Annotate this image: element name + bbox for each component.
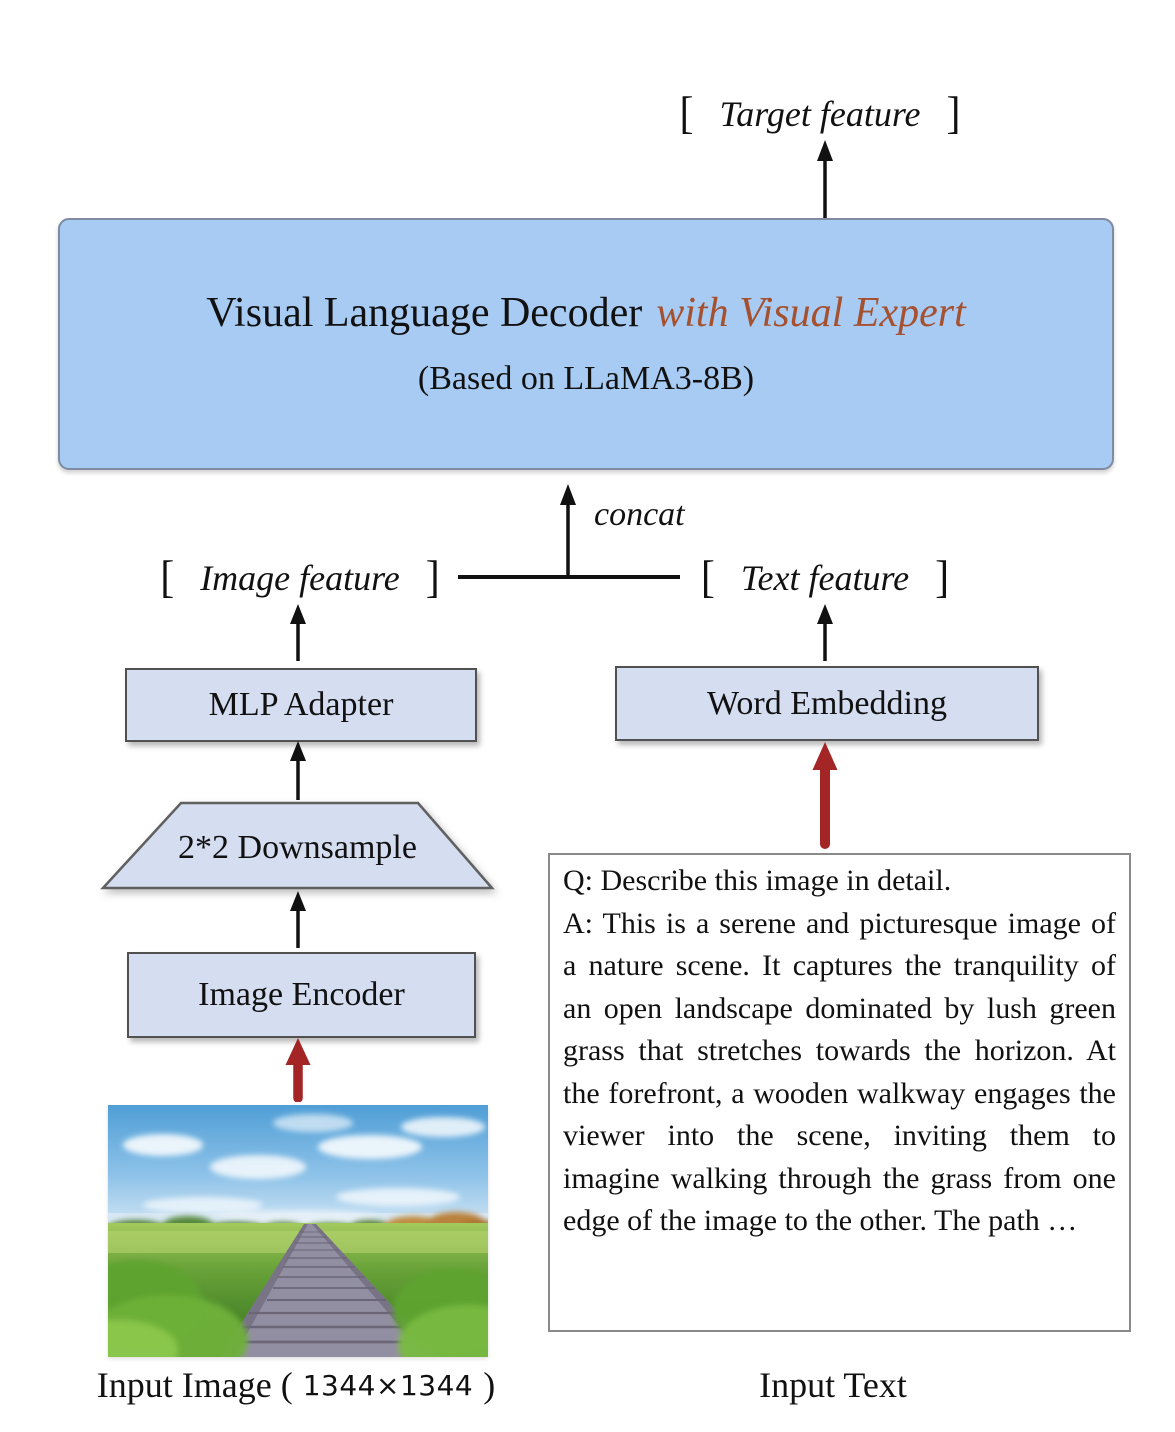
arrow-downsample-to-mlp-icon [290,741,306,800]
decoder-title: Visual Language Decoder with Visual Exper… [206,292,966,334]
answer-paragraph: A: This is a serene and picturesque imag… [563,906,1116,1238]
downsample-label: 2*2 Downsample [178,829,417,866]
feature-connector-line [458,575,680,579]
mlp-adapter-box: MLP Adapter [125,668,477,742]
decoder-title-accent: with Visual Expert [656,290,966,336]
target-feature-text: Target feature [719,94,921,134]
input-image-caption-prefix: Input Image ( [96,1365,293,1405]
image-encoder-box: Image Encoder [127,952,476,1038]
arrow-encoder-to-downsample-icon [290,891,306,948]
input-image-caption-suffix: ) [483,1365,496,1405]
image-feature-label: [ Image feature ] [130,554,470,602]
downsample-trapezoid: 2*2 Downsample [100,801,495,891]
decoder-title-main: Visual Language Decoder [206,290,643,336]
close-bracket: ] [946,89,961,139]
close-bracket: ] [935,553,950,603]
trapezoid-shape-icon [100,801,495,890]
open-bracket: [ [700,553,715,603]
question-line: Q: Describe this image in detail. [563,864,952,897]
decoder-subtitle: (Based on LLaMA3-8B) [417,360,755,397]
open-bracket: [ [679,89,694,139]
concat-label: concat [594,496,685,533]
close-bracket: ] [425,553,440,603]
input-text-box: Q: Describe this image in detail. A: Thi… [548,853,1131,1332]
input-image-photo [108,1105,488,1357]
input-image-caption: Input Image ( 1344×1344) [76,1364,516,1406]
arrow-decoder-to-target-icon [817,140,833,218]
red-arrow-text-to-embedding-icon [812,742,838,849]
open-bracket: [ [160,553,175,603]
input-image-size: 1344×1344 [302,1369,474,1402]
text-feature-text: Text feature [740,558,910,598]
image-feature-text: Image feature [200,558,400,598]
visual-language-decoder-box: Visual Language Decoder with Visual Exper… [58,218,1114,470]
text-feature-label: [ Text feature ] [660,554,990,602]
arrow-concat-icon [560,484,576,578]
target-feature-label: [ Target feature ] [600,88,1040,140]
word-embedding-box: Word Embedding [615,666,1039,741]
arrow-mlp-to-image-feature-icon [290,604,306,661]
arrow-embedding-to-text-feature-icon [817,604,833,661]
red-arrow-image-to-encoder-icon [285,1038,311,1102]
input-text-caption: Input Text [759,1365,907,1405]
